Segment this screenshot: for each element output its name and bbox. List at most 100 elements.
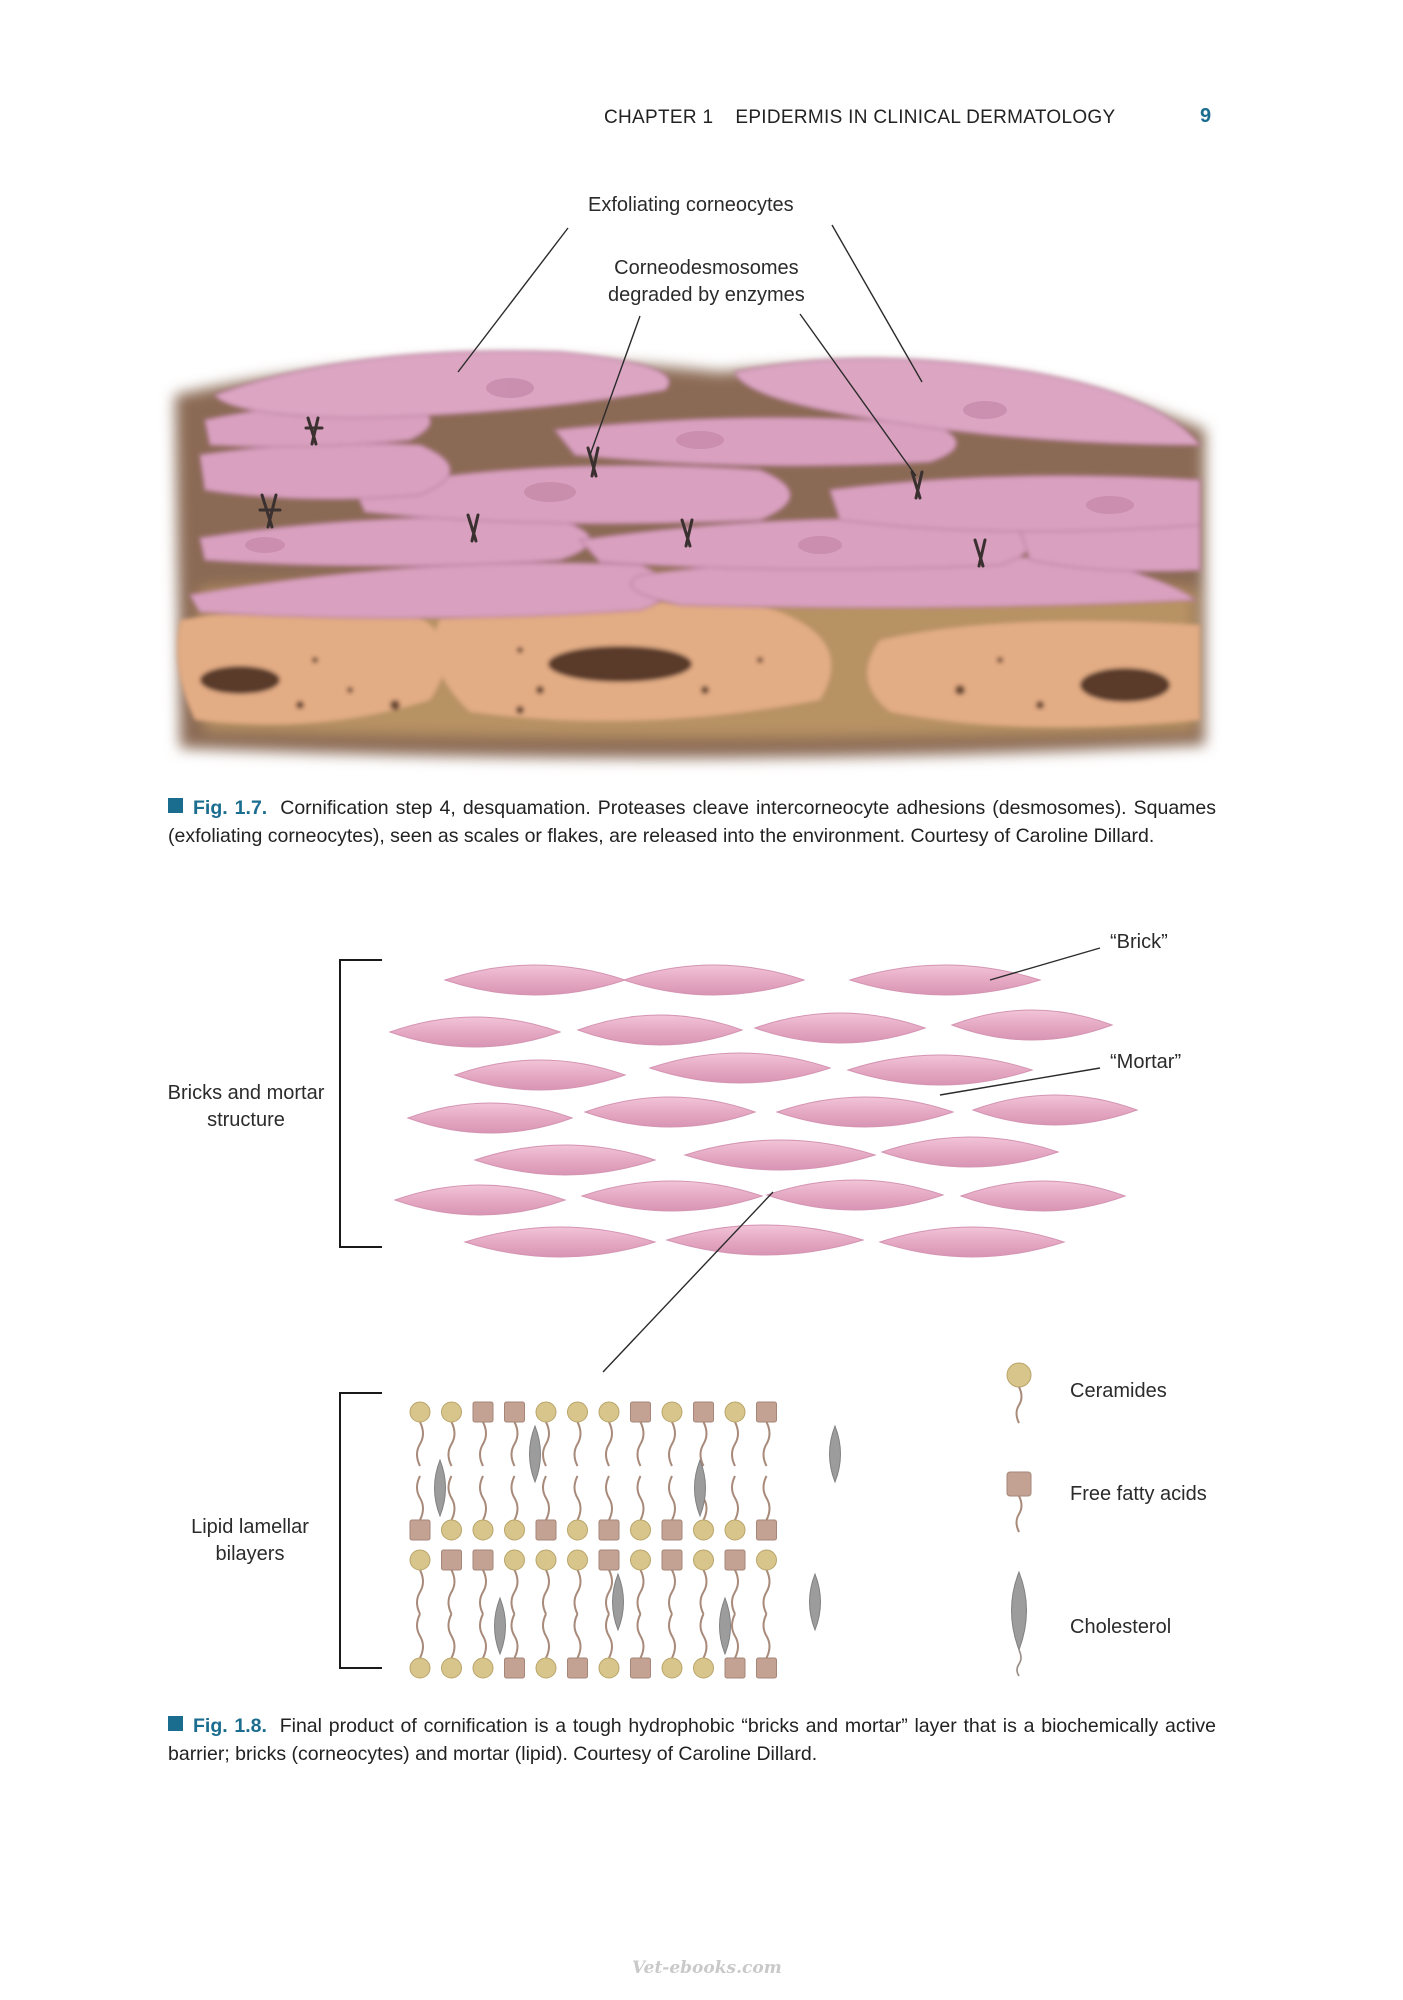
brick xyxy=(453,1059,627,1091)
lipid-tail xyxy=(479,1569,487,1615)
label-mortar: “Mortar” xyxy=(1110,1051,1182,1073)
bracket-lipid-bilayers xyxy=(339,1392,382,1669)
lipid-tail xyxy=(731,1421,739,1467)
ceramide-head xyxy=(756,1549,777,1571)
cholesterol-molecule xyxy=(809,1572,821,1632)
figure-1-7-caption-text: Cornification step 4, desquamation. Prot… xyxy=(168,797,1217,847)
lipid-tail xyxy=(731,1475,739,1521)
lipid-tail xyxy=(447,1569,456,1615)
brick xyxy=(878,1226,1066,1258)
label-lipid-line2: bilayers xyxy=(215,1543,285,1565)
figure-1-7-leader-lines xyxy=(457,224,923,477)
label-bricks-and-mortar: Bricks and mortar structure xyxy=(166,1080,326,1134)
brick xyxy=(765,1179,945,1211)
ceramide-head xyxy=(567,1401,588,1423)
ceramide-head xyxy=(409,1401,431,1423)
lipid-tail xyxy=(479,1475,487,1521)
fatty-acid-head xyxy=(724,1657,746,1679)
label-corneodesmosomes-line1: Corneodesmosomes xyxy=(614,257,799,279)
lipid-tail xyxy=(636,1475,645,1521)
lipid-tail xyxy=(605,1475,613,1521)
ceramide-head xyxy=(724,1401,746,1423)
lipid-tail xyxy=(542,1569,550,1615)
lipid-tail xyxy=(573,1475,582,1521)
granular-cells xyxy=(177,601,1200,728)
lipid-tail xyxy=(510,1421,519,1467)
lipid-tail xyxy=(479,1421,487,1467)
lipid-tail xyxy=(510,1569,519,1615)
fatty-acid-head xyxy=(630,1401,651,1423)
brick xyxy=(580,1180,764,1212)
chapter-number: CHAPTER 1 xyxy=(604,107,714,128)
fatty-acid-head xyxy=(756,1401,777,1423)
figure-1-7-label: Fig. 1.7. xyxy=(193,797,268,819)
ceramide-head xyxy=(409,1549,431,1571)
caption-marker xyxy=(168,1716,183,1731)
brick xyxy=(971,1094,1139,1126)
label-bricks-line2: structure xyxy=(207,1109,285,1131)
fatty-acid-head xyxy=(756,1519,777,1541)
caption-marker xyxy=(168,798,183,813)
legend-fatty-acid-symbol xyxy=(1006,1471,1032,1533)
lipid-tail xyxy=(479,1613,487,1659)
label-brick: “Brick” xyxy=(1110,931,1168,953)
lipid-bilayer xyxy=(409,1549,821,1679)
lipid-tail xyxy=(542,1475,550,1521)
ceramide-head xyxy=(693,1657,714,1679)
lipid-tail xyxy=(605,1613,613,1659)
lipid-tail xyxy=(762,1475,771,1521)
ceramide-head xyxy=(504,1519,525,1541)
fatty-acid-head xyxy=(535,1519,557,1541)
ceramide-head xyxy=(535,1657,557,1679)
lipid-tail xyxy=(542,1421,550,1467)
ceramide-head xyxy=(567,1549,588,1571)
fatty-acid-head xyxy=(504,1657,525,1679)
brick xyxy=(753,1012,927,1044)
ceramide-head xyxy=(441,1657,462,1679)
fatty-acid-head xyxy=(409,1519,431,1541)
corneocyte-nuclei xyxy=(245,378,1134,554)
lipid-tail xyxy=(605,1421,613,1467)
ceramide-head xyxy=(472,1519,494,1541)
lipid-bilayers xyxy=(409,1401,841,1679)
page-number: 9 xyxy=(1200,105,1212,127)
lipid-tail xyxy=(573,1421,582,1467)
cholesterol-molecule xyxy=(829,1424,841,1484)
brick xyxy=(848,964,1042,996)
label-lipid-lamellar: Lipid lamellar bilayers xyxy=(170,1514,330,1568)
fatty-acid-head xyxy=(598,1519,620,1541)
corneodesmosomes xyxy=(258,416,987,568)
ceramide-head xyxy=(693,1519,714,1541)
fatty-acid-head xyxy=(693,1401,714,1423)
cholesterol-molecule xyxy=(529,1424,541,1484)
brick xyxy=(443,964,627,996)
ceramide-head xyxy=(630,1549,651,1571)
brick xyxy=(683,1139,877,1171)
ceramide-head xyxy=(441,1401,462,1423)
brick xyxy=(473,1144,657,1176)
ceramide-head xyxy=(472,1657,494,1679)
brick xyxy=(622,964,806,996)
lipid-tail xyxy=(636,1613,645,1659)
corneocytes xyxy=(188,350,1202,619)
figure-1-8-leader-lines xyxy=(602,947,1101,1373)
fatty-acid-head xyxy=(472,1549,494,1571)
brick xyxy=(393,1184,567,1216)
lipid-tail xyxy=(573,1569,582,1615)
lipid-tail xyxy=(699,1569,708,1615)
ceramide-head xyxy=(724,1519,746,1541)
lipid-tail xyxy=(416,1613,424,1659)
label-bricks-line1: Bricks and mortar xyxy=(167,1082,325,1104)
fatty-acid-head xyxy=(598,1549,620,1571)
lipid-tail xyxy=(447,1475,456,1521)
label-lipid-line1: Lipid lamellar xyxy=(191,1516,309,1538)
lipid-tail xyxy=(542,1613,550,1659)
fatty-acid-head xyxy=(724,1549,746,1571)
ceramide-head xyxy=(661,1657,683,1679)
lipid-tail xyxy=(447,1421,456,1467)
figure-1-8-caption-text: Final product of cornification is a toug… xyxy=(168,1715,1216,1765)
fatty-acid-head xyxy=(661,1519,683,1541)
legend-cholesterol-symbol xyxy=(1011,1570,1027,1677)
ceramide-head xyxy=(598,1401,620,1423)
